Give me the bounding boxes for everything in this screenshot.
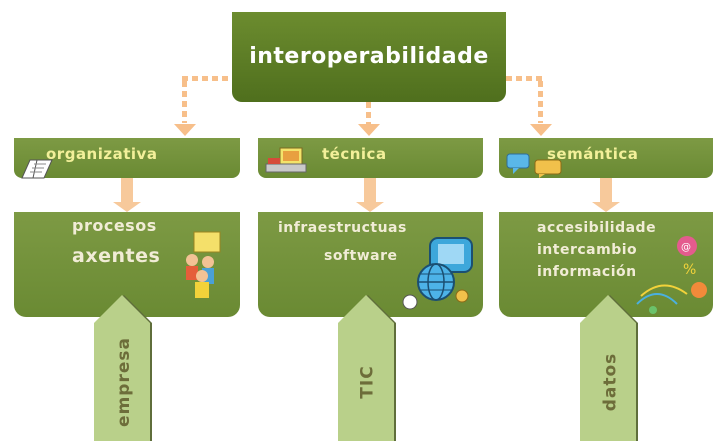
base-label: empresa: [114, 337, 135, 427]
connector-small-1: [121, 178, 133, 202]
base-arrow-tic: TIC: [338, 293, 398, 441]
connector-small-2: [364, 178, 376, 202]
detail-line: accesibilidade: [537, 220, 657, 236]
category-box-tecnica: técnica: [258, 138, 483, 178]
connector-left-arrow: [174, 124, 196, 136]
connector-small-1-head: [113, 202, 141, 212]
connector-small-3-head: [592, 202, 620, 212]
connector-left-v: [182, 81, 187, 123]
network-globe-icon: [400, 236, 476, 316]
connector-small-3: [600, 178, 612, 202]
connector-center-v: [366, 102, 371, 124]
people-icon: [180, 230, 228, 304]
detail-line: procesos: [72, 216, 157, 235]
connector-left-h: [182, 76, 232, 81]
svg-text:@: @: [681, 242, 691, 253]
category-label: organizativa: [46, 145, 158, 163]
detail-line: axentes: [72, 245, 161, 267]
category-box-semantica: semántica: [499, 138, 713, 178]
svg-text:%: %: [683, 262, 696, 278]
connector-right-arrow: [530, 124, 552, 136]
computer-icon: [264, 146, 308, 180]
detail-line: intercambio: [537, 242, 638, 258]
data-symbols-icon: @ %: [627, 234, 713, 320]
category-label: técnica: [322, 145, 387, 163]
base-label: datos: [599, 352, 620, 412]
category-box-organizativa: organizativa: [14, 138, 240, 179]
category-label: semántica: [547, 145, 639, 163]
base-label: TIC: [358, 365, 378, 399]
detail-line: software: [324, 248, 398, 264]
connector-small-2-head: [356, 202, 384, 212]
detail-line: infraestructuas: [278, 220, 407, 236]
title-box: interoperabilidade: [232, 12, 506, 102]
base-arrow-empresa: empresa: [94, 293, 154, 441]
diagram-title: interoperabilidade: [249, 44, 489, 69]
book-icon: [20, 158, 54, 184]
connector-center-arrow: [358, 124, 380, 136]
connector-right-v: [538, 81, 543, 123]
detail-box-organizativa: procesos axentes: [14, 212, 240, 317]
connector-right-h: [506, 76, 543, 81]
base-arrow-datos: datos: [580, 293, 640, 441]
detail-line: información: [537, 264, 637, 280]
speech-bubbles-icon: [505, 152, 565, 182]
